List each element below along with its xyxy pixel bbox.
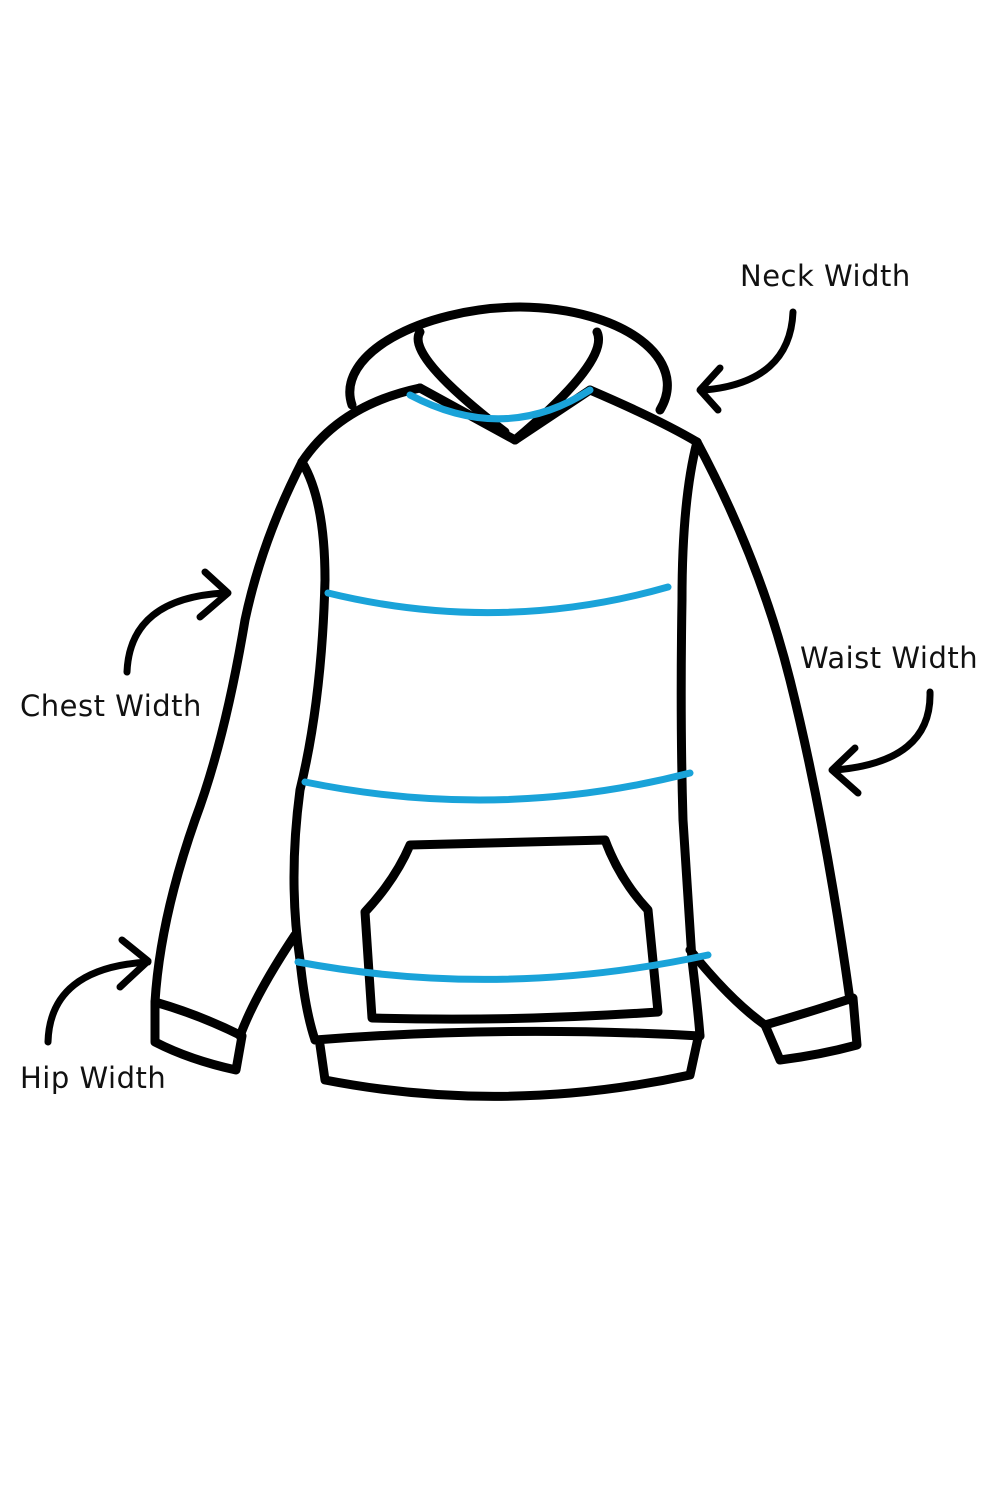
hip-arrow-icon <box>44 936 152 1046</box>
left-cuff <box>150 997 247 1075</box>
hood-outline <box>345 302 672 415</box>
chest-arrow-icon <box>123 568 232 676</box>
neck-measure-line <box>406 386 594 423</box>
kangaroo-pocket <box>360 835 663 1024</box>
hip-measure-line <box>294 951 712 983</box>
body-right <box>676 437 705 1041</box>
waist-width-label: Waist Width <box>800 641 979 675</box>
right-sleeve <box>685 437 855 1030</box>
right-cuff <box>760 993 862 1065</box>
neck-width-label: Neck Width <box>740 259 911 293</box>
body-left <box>289 457 330 1045</box>
right-shoulder <box>585 385 702 447</box>
chest-measure-line <box>324 583 672 617</box>
hip-width-label: Hip Width <box>20 1061 167 1095</box>
left-sleeve <box>150 457 307 1041</box>
waist-measure-line <box>301 769 694 804</box>
hem-band <box>310 1026 705 1101</box>
left-shoulder <box>297 383 425 467</box>
chest-width-label: Chest Width <box>20 689 202 723</box>
waist-arrow-icon <box>828 688 934 797</box>
hood-inner <box>413 327 603 445</box>
neck-arrow-icon <box>696 308 797 414</box>
